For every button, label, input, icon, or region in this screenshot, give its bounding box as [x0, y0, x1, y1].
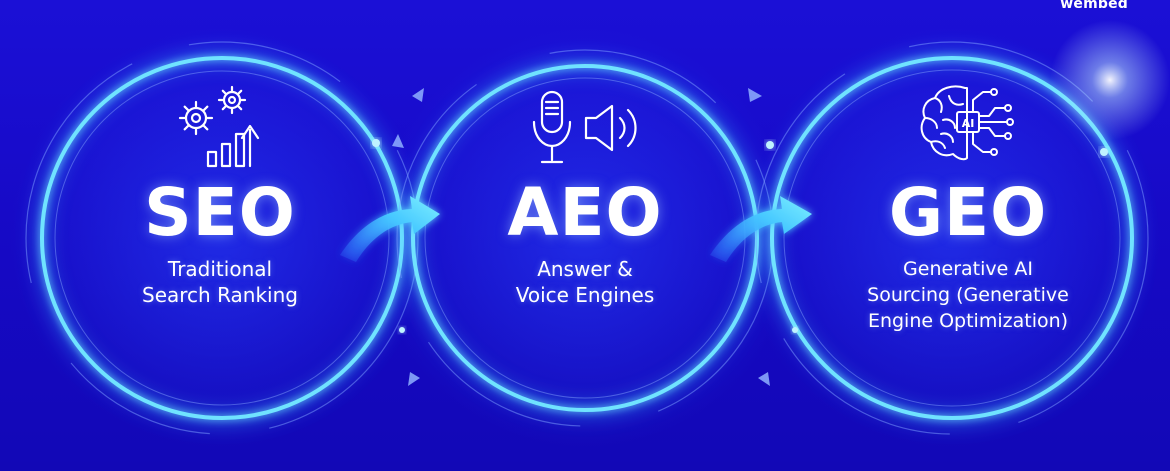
microphone-speaker-icon — [532, 90, 637, 164]
geo-subtitle: Generative AI Sourcing (Generative Engin… — [828, 256, 1108, 334]
glow-dots — [372, 139, 1108, 333]
geo-title: GEO — [888, 174, 1048, 251]
aeo-title: AEO — [507, 174, 663, 251]
seo-title: SEO — [144, 174, 296, 251]
geo-subtitle-line: Generative AI — [903, 258, 1033, 280]
aeo-subtitle-line: Voice Engines — [515, 283, 655, 307]
stage-geo: AI GEO Generative AI Sourcing (Generativ… — [828, 82, 1108, 334]
orbit-arrowheads — [392, 88, 770, 386]
connector-arrow-aeo-geo — [710, 196, 812, 262]
stage-seo: SEO Traditional Search Ranking — [80, 82, 360, 308]
svg-text:AI: AI — [962, 117, 975, 130]
geo-subtitle-line: Sourcing (Generative — [867, 284, 1069, 306]
seo-subtitle-line: Traditional — [167, 257, 273, 281]
seo-subtitle: Traditional Search Ranking — [80, 256, 360, 308]
geo-subtitle-line: Engine Optimization) — [867, 310, 1069, 332]
aeo-subtitle-line: Answer & — [537, 257, 633, 281]
seo-subtitle-line: Search Ranking — [142, 283, 298, 307]
aeo-subtitle: Answer & Voice Engines — [445, 256, 725, 308]
brand-logo-text: wembed — [1060, 0, 1128, 12]
ring-geo — [755, 41, 1149, 435]
connector-arrow-seo-aeo — [340, 196, 440, 262]
ai-brain-circuit-icon: AI — [920, 85, 1014, 161]
ring-aeo — [396, 49, 774, 427]
lens-flare — [1050, 20, 1170, 140]
gears-growth-chart-icon — [178, 85, 260, 168]
stage-aeo: AEO Answer & Voice Engines — [445, 88, 725, 308]
